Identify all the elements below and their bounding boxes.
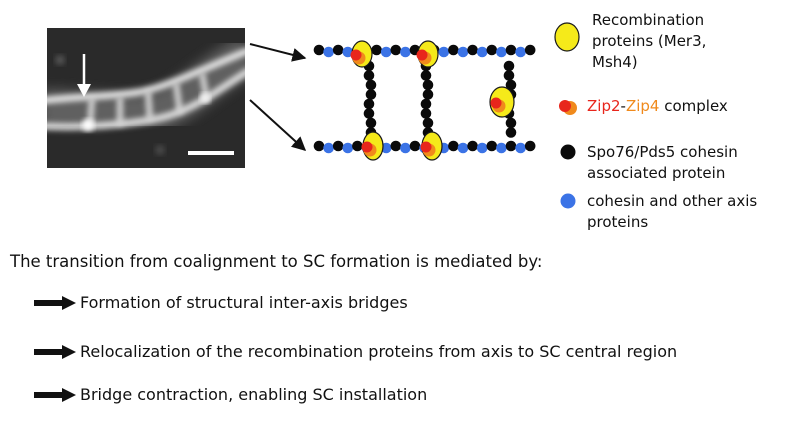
bridge-3-bead bbox=[503, 70, 515, 81]
top-left-focus-zip2-dot bbox=[350, 49, 362, 61]
legend-zip-dash: - bbox=[620, 97, 626, 115]
bottom-axis-bead bbox=[409, 140, 421, 152]
legend-zip-suffix: complex bbox=[659, 97, 728, 115]
bottom-axis-bead bbox=[313, 140, 325, 152]
bullet-arrow-icon bbox=[34, 295, 76, 310]
top-axis-bead bbox=[467, 44, 478, 56]
bottom-axis-bead bbox=[342, 142, 354, 154]
legend-zip-marker bbox=[559, 100, 577, 115]
legend-spo-label: Spo76/Pds5 cohesin associated protein bbox=[587, 142, 738, 184]
micrograph-image bbox=[47, 28, 245, 168]
bridge-1-bead bbox=[363, 98, 375, 110]
top-axis-bead bbox=[390, 44, 402, 56]
top-axis-bead bbox=[457, 46, 469, 58]
bottom-axis-bead bbox=[476, 142, 488, 154]
arrow-to-bottom-axis bbox=[249, 99, 307, 151]
top-axis-bead bbox=[332, 44, 344, 56]
top-axis-bead bbox=[515, 46, 526, 58]
bullet-text-1: Formation of structural inter-axis bridg… bbox=[80, 293, 408, 312]
top-axis-bead bbox=[323, 46, 334, 58]
bottom-axis-bead bbox=[352, 140, 363, 152]
bridge-2-bead bbox=[420, 70, 432, 81]
bullet-arrow-icon bbox=[34, 387, 76, 402]
legend-recombination-label: Recombination proteins (Mer3, Msh4) bbox=[592, 10, 706, 73]
legend-recombination-line-1: Recombination bbox=[592, 11, 705, 29]
legend-zip-label: Zip2-Zip4 complex bbox=[587, 96, 728, 117]
top-axis-bead bbox=[380, 46, 392, 58]
legend-recombination-line-3: Msh4) bbox=[592, 53, 638, 71]
bullet-item-3: Bridge contraction, enabling SC installa… bbox=[34, 385, 427, 404]
top-axis-bead bbox=[342, 46, 354, 58]
bottom-axis-bead bbox=[448, 140, 459, 152]
bridge-3-bead bbox=[505, 127, 517, 138]
legend-spo-line-1: Spo76/Pds5 cohesin bbox=[587, 143, 738, 161]
top-axis-bead bbox=[313, 44, 325, 56]
bullet-text-3: Bridge contraction, enabling SC installa… bbox=[80, 385, 428, 404]
bridge-1-bead bbox=[363, 70, 375, 81]
bottom-left-focus-zip2-dot bbox=[361, 141, 373, 153]
bridge-1-bead bbox=[363, 108, 375, 119]
bottom-axis-bead bbox=[496, 142, 507, 154]
top-axis-bead bbox=[476, 46, 488, 58]
bottom-axis-bead bbox=[323, 142, 334, 154]
top-axis-bead bbox=[371, 44, 382, 56]
bullet-item-2: Relocalization of the recombination prot… bbox=[34, 342, 677, 361]
bullet-arrow-icon bbox=[34, 344, 76, 359]
axis-schematic bbox=[313, 40, 536, 161]
legend-spo-line-2: associated protein bbox=[587, 164, 726, 182]
legend-recombination-marker bbox=[554, 22, 580, 52]
bridge-focus-zip2-dot bbox=[490, 97, 502, 109]
bottom-axis-bead bbox=[332, 140, 344, 152]
bottom-axis-bead bbox=[524, 140, 536, 152]
bridge-3-bead bbox=[505, 79, 517, 91]
bridge-3-bead bbox=[503, 60, 515, 72]
bridge-2-bead bbox=[420, 98, 432, 110]
bridge-2-bead bbox=[422, 117, 434, 129]
intro-sentence: The transition from coalignment to SC fo… bbox=[10, 252, 543, 271]
bridge-2-bead bbox=[422, 79, 434, 91]
legend-cohesin-label: cohesin and other axis proteins bbox=[587, 191, 757, 233]
bottom-axis-bead bbox=[505, 140, 517, 152]
top-axis-bead bbox=[400, 46, 411, 58]
arrow-to-top-axis bbox=[249, 43, 307, 62]
top-axis-bead bbox=[496, 46, 507, 58]
bullet-text-2: Relocalization of the recombination prot… bbox=[80, 342, 678, 361]
bottom-axis-bead bbox=[467, 140, 478, 152]
top-axis-bead bbox=[438, 46, 450, 58]
bridge-2-bead bbox=[422, 89, 434, 100]
bottom-axis-bead bbox=[400, 142, 411, 154]
legend-blue-bead bbox=[560, 193, 576, 209]
bottom-axis-bead bbox=[486, 140, 498, 152]
top-center-focus-zip2-dot bbox=[416, 49, 428, 61]
top-axis-bead bbox=[448, 44, 459, 56]
bridge-2-bead bbox=[420, 108, 432, 119]
legend-zip4-text: Zip4 bbox=[625, 97, 660, 115]
bottom-center-focus-zip2-dot bbox=[420, 141, 432, 153]
bridge-3-bead bbox=[505, 117, 517, 129]
bridge-1-bead bbox=[365, 117, 377, 129]
bridge-1-bead bbox=[365, 79, 377, 91]
top-axis-bead bbox=[524, 44, 536, 56]
bottom-axis-bead bbox=[457, 142, 469, 154]
legend-cohesin-line-1: cohesin and other axis bbox=[587, 192, 758, 210]
scale-bar bbox=[188, 151, 234, 155]
bullet-item-1: Formation of structural inter-axis bridg… bbox=[34, 293, 408, 312]
top-axis-bead bbox=[486, 44, 498, 56]
bottom-axis-bead bbox=[390, 140, 402, 152]
legend-zip2-text: Zip2 bbox=[587, 97, 621, 115]
legend-cohesin-line-2: proteins bbox=[587, 213, 649, 231]
legend-recombination-line-2: proteins (Mer3, bbox=[592, 32, 707, 50]
top-axis-bead bbox=[505, 44, 517, 56]
legend-black-bead bbox=[560, 144, 576, 160]
bottom-axis-bead bbox=[515, 142, 526, 154]
bridge-1-bead bbox=[365, 89, 377, 100]
